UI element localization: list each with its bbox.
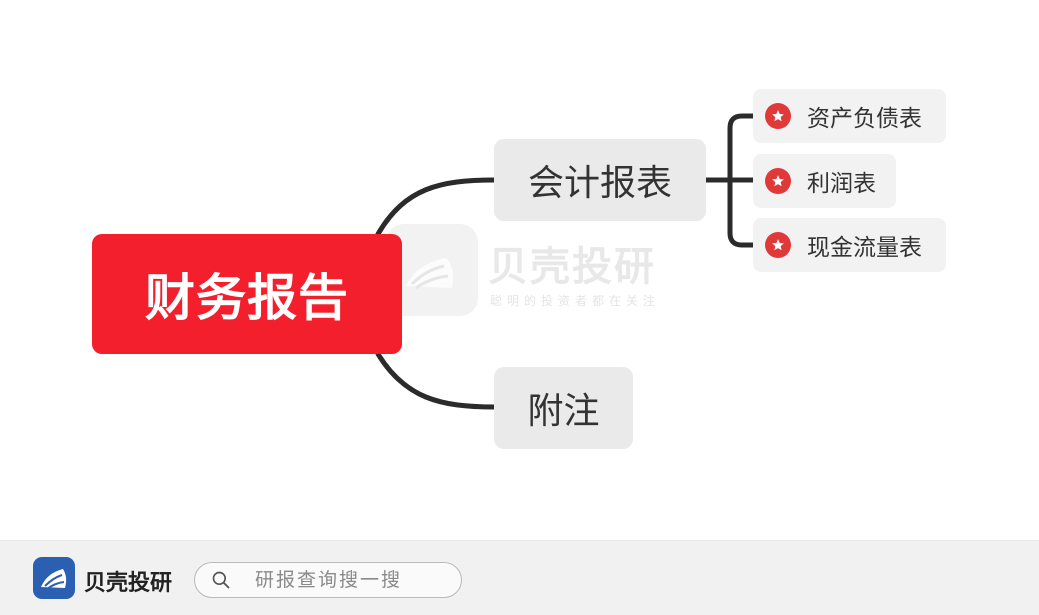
- mindmap-canvas: 贝壳投研 聪明的投资者都在关注 财务报告 会计报表 附注 资产负债表 利润表 现…: [92, 89, 946, 449]
- footer-bar: 贝壳投研: [0, 540, 1039, 615]
- leaf-node-cash-flow-statement[interactable]: 现金流量表: [753, 218, 946, 272]
- brand-name: 贝壳投研: [84, 571, 173, 596]
- watermark-title: 贝壳投研: [488, 244, 656, 290]
- connector-lines: [375, 113, 753, 410]
- branch-node-notes[interactable]: 附注: [494, 367, 633, 449]
- shell-icon: [406, 258, 454, 290]
- branch-node-accounting-statements[interactable]: 会计报表: [494, 139, 706, 221]
- star-icon: [765, 232, 791, 258]
- connector-root-to-accounting: [375, 177, 497, 237]
- leaf-node-label: 资产负债表: [807, 106, 922, 132]
- watermark: 贝壳投研 聪明的投资者都在关注: [386, 224, 676, 324]
- leaf-node-balance-sheet[interactable]: 资产负债表: [753, 89, 946, 143]
- watermark-slogan: 聪明的投资者都在关注: [490, 294, 661, 308]
- branch-node-label: 会计报表: [527, 163, 672, 204]
- branch-node-label: 附注: [527, 391, 600, 432]
- brand-logo[interactable]: [33, 557, 75, 599]
- leaf-node-label: 现金流量表: [807, 235, 922, 261]
- shell-icon: [41, 569, 67, 590]
- star-icon: [765, 168, 791, 194]
- connector-root-to-notes: [375, 351, 497, 410]
- root-node[interactable]: 财务报告: [92, 234, 402, 354]
- root-node-label: 财务报告: [145, 269, 349, 327]
- leaf-node-income-statement[interactable]: 利润表: [753, 154, 896, 208]
- search-box[interactable]: [194, 562, 462, 598]
- search-icon[interactable]: [211, 570, 231, 590]
- leaf-node-label: 利润表: [807, 171, 876, 197]
- search-input[interactable]: [255, 569, 445, 591]
- star-icon: [765, 103, 791, 129]
